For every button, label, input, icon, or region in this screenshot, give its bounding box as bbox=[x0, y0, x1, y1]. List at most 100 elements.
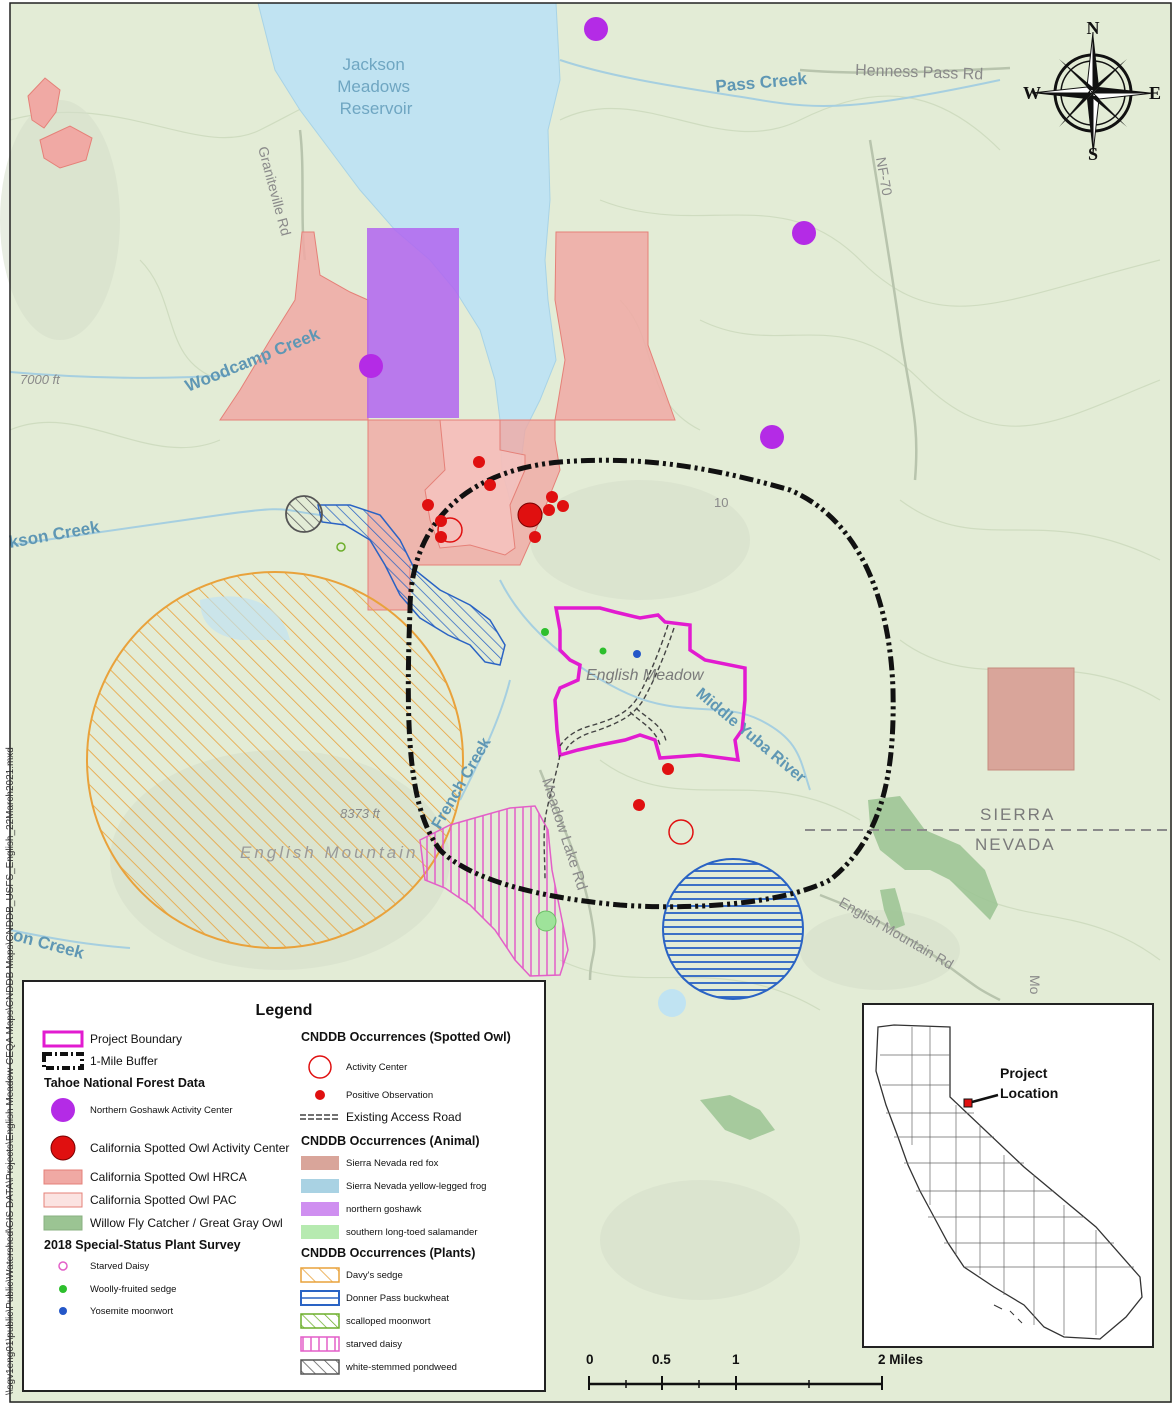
donner-pass-buckwheat-circle bbox=[662, 858, 804, 1000]
positive-observation bbox=[422, 499, 434, 511]
cspo-hrca-northwest-2 bbox=[39, 125, 93, 169]
compass-rose-icon: N S E W bbox=[1023, 18, 1161, 164]
woolly-fruited-sedge-point bbox=[599, 647, 607, 655]
frog-swatch-icon bbox=[301, 1179, 339, 1193]
positive-observation bbox=[529, 531, 541, 543]
positive-observation bbox=[484, 479, 496, 491]
legend-item-access-road: Existing Access Road bbox=[300, 1110, 461, 1124]
davys-sedge-occurrence bbox=[86, 571, 464, 949]
legend-title: Legend bbox=[255, 1002, 313, 1019]
starved-daisy-swatch-icon bbox=[300, 1336, 340, 1352]
legend-item-starved-daisy: Starved Daisy bbox=[42, 1258, 149, 1274]
frog-occurrence bbox=[200, 596, 290, 640]
scale-bar-ticks bbox=[588, 1376, 883, 1390]
goshawk-dot-icon bbox=[51, 1098, 75, 1122]
goshawk-swatch-icon bbox=[301, 1202, 339, 1216]
white-stemmed-pondweed-occurrence bbox=[285, 495, 323, 533]
legend-item-activity-center: Activity Center bbox=[300, 1054, 407, 1080]
positive-obs-dot-icon bbox=[315, 1090, 325, 1100]
salamander-occurrence bbox=[535, 910, 557, 932]
legend-item-davys-sedge: Davy's sedge bbox=[300, 1267, 403, 1283]
spotted-owl-observations bbox=[422, 456, 674, 811]
legend-spotted-owl-header: CNDDB Occurrences (Spotted Owl) bbox=[301, 1030, 511, 1044]
legend-item-woolly-sedge: Woolly-fruited sedge bbox=[42, 1281, 176, 1297]
cspo-hrca-east bbox=[554, 231, 676, 421]
legend-item-goshawk-ac: Northern Goshawk Activity Center bbox=[42, 1096, 233, 1124]
legend-item-project-boundary: Project Boundary bbox=[42, 1030, 182, 1048]
legend-item-red-fox: Sierra Nevada red fox bbox=[300, 1155, 438, 1171]
legend-item-donner-buckwheat: Donner Pass buckwheat bbox=[300, 1290, 449, 1306]
english-mountain-label: English Mountain bbox=[240, 843, 418, 862]
woolly-sedge-dot-icon bbox=[59, 1285, 67, 1293]
henness-pass-road-label: Henness Pass Rd bbox=[855, 62, 984, 83]
goshawk-activity-centers bbox=[359, 17, 816, 449]
project-boundary bbox=[553, 606, 747, 763]
svg-text:W: W bbox=[1023, 83, 1041, 103]
scale-label-half: 0.5 bbox=[652, 1352, 671, 1367]
nf70-label: NF-70 bbox=[873, 156, 896, 197]
woolly-fruited-sedge-point bbox=[541, 628, 549, 636]
legend-plants-header: CNDDB Occurrences (Plants) bbox=[301, 1246, 476, 1260]
legend-item-goshawk: northern goshawk bbox=[300, 1201, 422, 1217]
northern-goshawk-occurrence bbox=[367, 228, 459, 418]
legend-panel: Legend Project Boundary 1-Mile Buffer Ta… bbox=[22, 980, 546, 1392]
sierra-nevada-red-fox-occurrence bbox=[987, 667, 1075, 771]
yosemite-moonwort-point bbox=[633, 650, 641, 658]
mxd-file-path: \\sgv1eng01\public\Public\Watershed\GIS … bbox=[5, 747, 16, 1395]
starved-daisy-occurrence bbox=[419, 805, 569, 977]
svg-text:S: S bbox=[1088, 144, 1098, 164]
legend-item-cspo-hrca: California Spotted Owl HRCA bbox=[42, 1168, 247, 1186]
sierra-label: SIERRA bbox=[980, 805, 1055, 824]
positive-observation bbox=[662, 763, 674, 775]
california-locator-inset: Project Location bbox=[862, 1003, 1154, 1348]
moonwort-dot-icon bbox=[59, 1307, 67, 1315]
starved-daisy-dot-icon bbox=[58, 1261, 68, 1271]
cspo-activity-center-tnf bbox=[517, 502, 543, 528]
map-frame bbox=[9, 2, 1172, 1403]
small-lake bbox=[658, 989, 686, 1017]
scale-label-0: 0 bbox=[586, 1352, 594, 1367]
scale-bar: 0 0.5 1 2 Miles bbox=[570, 1352, 940, 1392]
cspo-hrca-northwest-1 bbox=[27, 77, 61, 129]
nevada-label: NEVADA bbox=[975, 835, 1056, 854]
svg-text:E: E bbox=[1149, 83, 1161, 103]
project-location-label: Project Location bbox=[1000, 1065, 1059, 1101]
goshawk-activity-center bbox=[760, 425, 784, 449]
legend-tahoe-header: Tahoe National Forest Data bbox=[44, 1076, 205, 1090]
hrca-swatch-icon bbox=[43, 1169, 83, 1185]
legend-item-salamander: southern long-toed salamander bbox=[300, 1224, 478, 1240]
pac-swatch-icon bbox=[43, 1192, 83, 1208]
scale-label-2-miles: 2 Miles bbox=[878, 1352, 924, 1367]
positive-observation bbox=[633, 799, 645, 811]
positive-observation bbox=[543, 504, 555, 516]
owl-dot-icon bbox=[50, 1135, 76, 1161]
legend-item-cspo-pac: California Spotted Owl PAC bbox=[42, 1191, 237, 1209]
reservoir-label: Jackson Meadows Reservoir bbox=[337, 55, 415, 118]
mo-road-label: Mo bbox=[1027, 975, 1043, 995]
legend-item-starved-daisy-cnddb: starved daisy bbox=[300, 1336, 402, 1352]
access-road-line-icon bbox=[300, 1114, 340, 1120]
buffer-swatch-icon bbox=[42, 1052, 84, 1070]
legend-item-buffer: 1-Mile Buffer bbox=[42, 1052, 158, 1070]
donner-pass-buckwheat-strip bbox=[317, 504, 506, 666]
legend-item-scalloped-moonwort: scalloped moonwort bbox=[300, 1313, 431, 1329]
cnddb-activity-center bbox=[668, 819, 694, 845]
willow-flycatcher-areas bbox=[700, 796, 998, 1140]
project-boundary-swatch-icon bbox=[42, 1030, 84, 1048]
scalloped-moonwort-point bbox=[336, 542, 346, 552]
scale-label-1: 1 bbox=[732, 1352, 740, 1367]
legend-plant-survey-header: 2018 Special-Status Plant Survey bbox=[44, 1238, 241, 1252]
one-mile-buffer bbox=[405, 457, 896, 910]
davys-sedge-swatch-icon bbox=[300, 1267, 340, 1283]
legend-animal-header: CNDDB Occurrences (Animal) bbox=[301, 1134, 480, 1148]
svg-text:N: N bbox=[1087, 18, 1100, 38]
legend-item-frog: Sierra Nevada yellow-legged frog bbox=[300, 1178, 486, 1194]
willow-swatch-icon bbox=[43, 1215, 83, 1231]
project-location-marker-icon bbox=[963, 1098, 973, 1108]
legend-item-positive-obs: Positive Observation bbox=[300, 1087, 433, 1103]
cspo-pac bbox=[424, 419, 526, 556]
elevation-7000-label: 7000 ft bbox=[20, 372, 61, 387]
elevation-10-label: 10 bbox=[714, 495, 728, 510]
donner-buckwheat-swatch-icon bbox=[300, 1290, 340, 1306]
goshawk-activity-center bbox=[359, 354, 383, 378]
